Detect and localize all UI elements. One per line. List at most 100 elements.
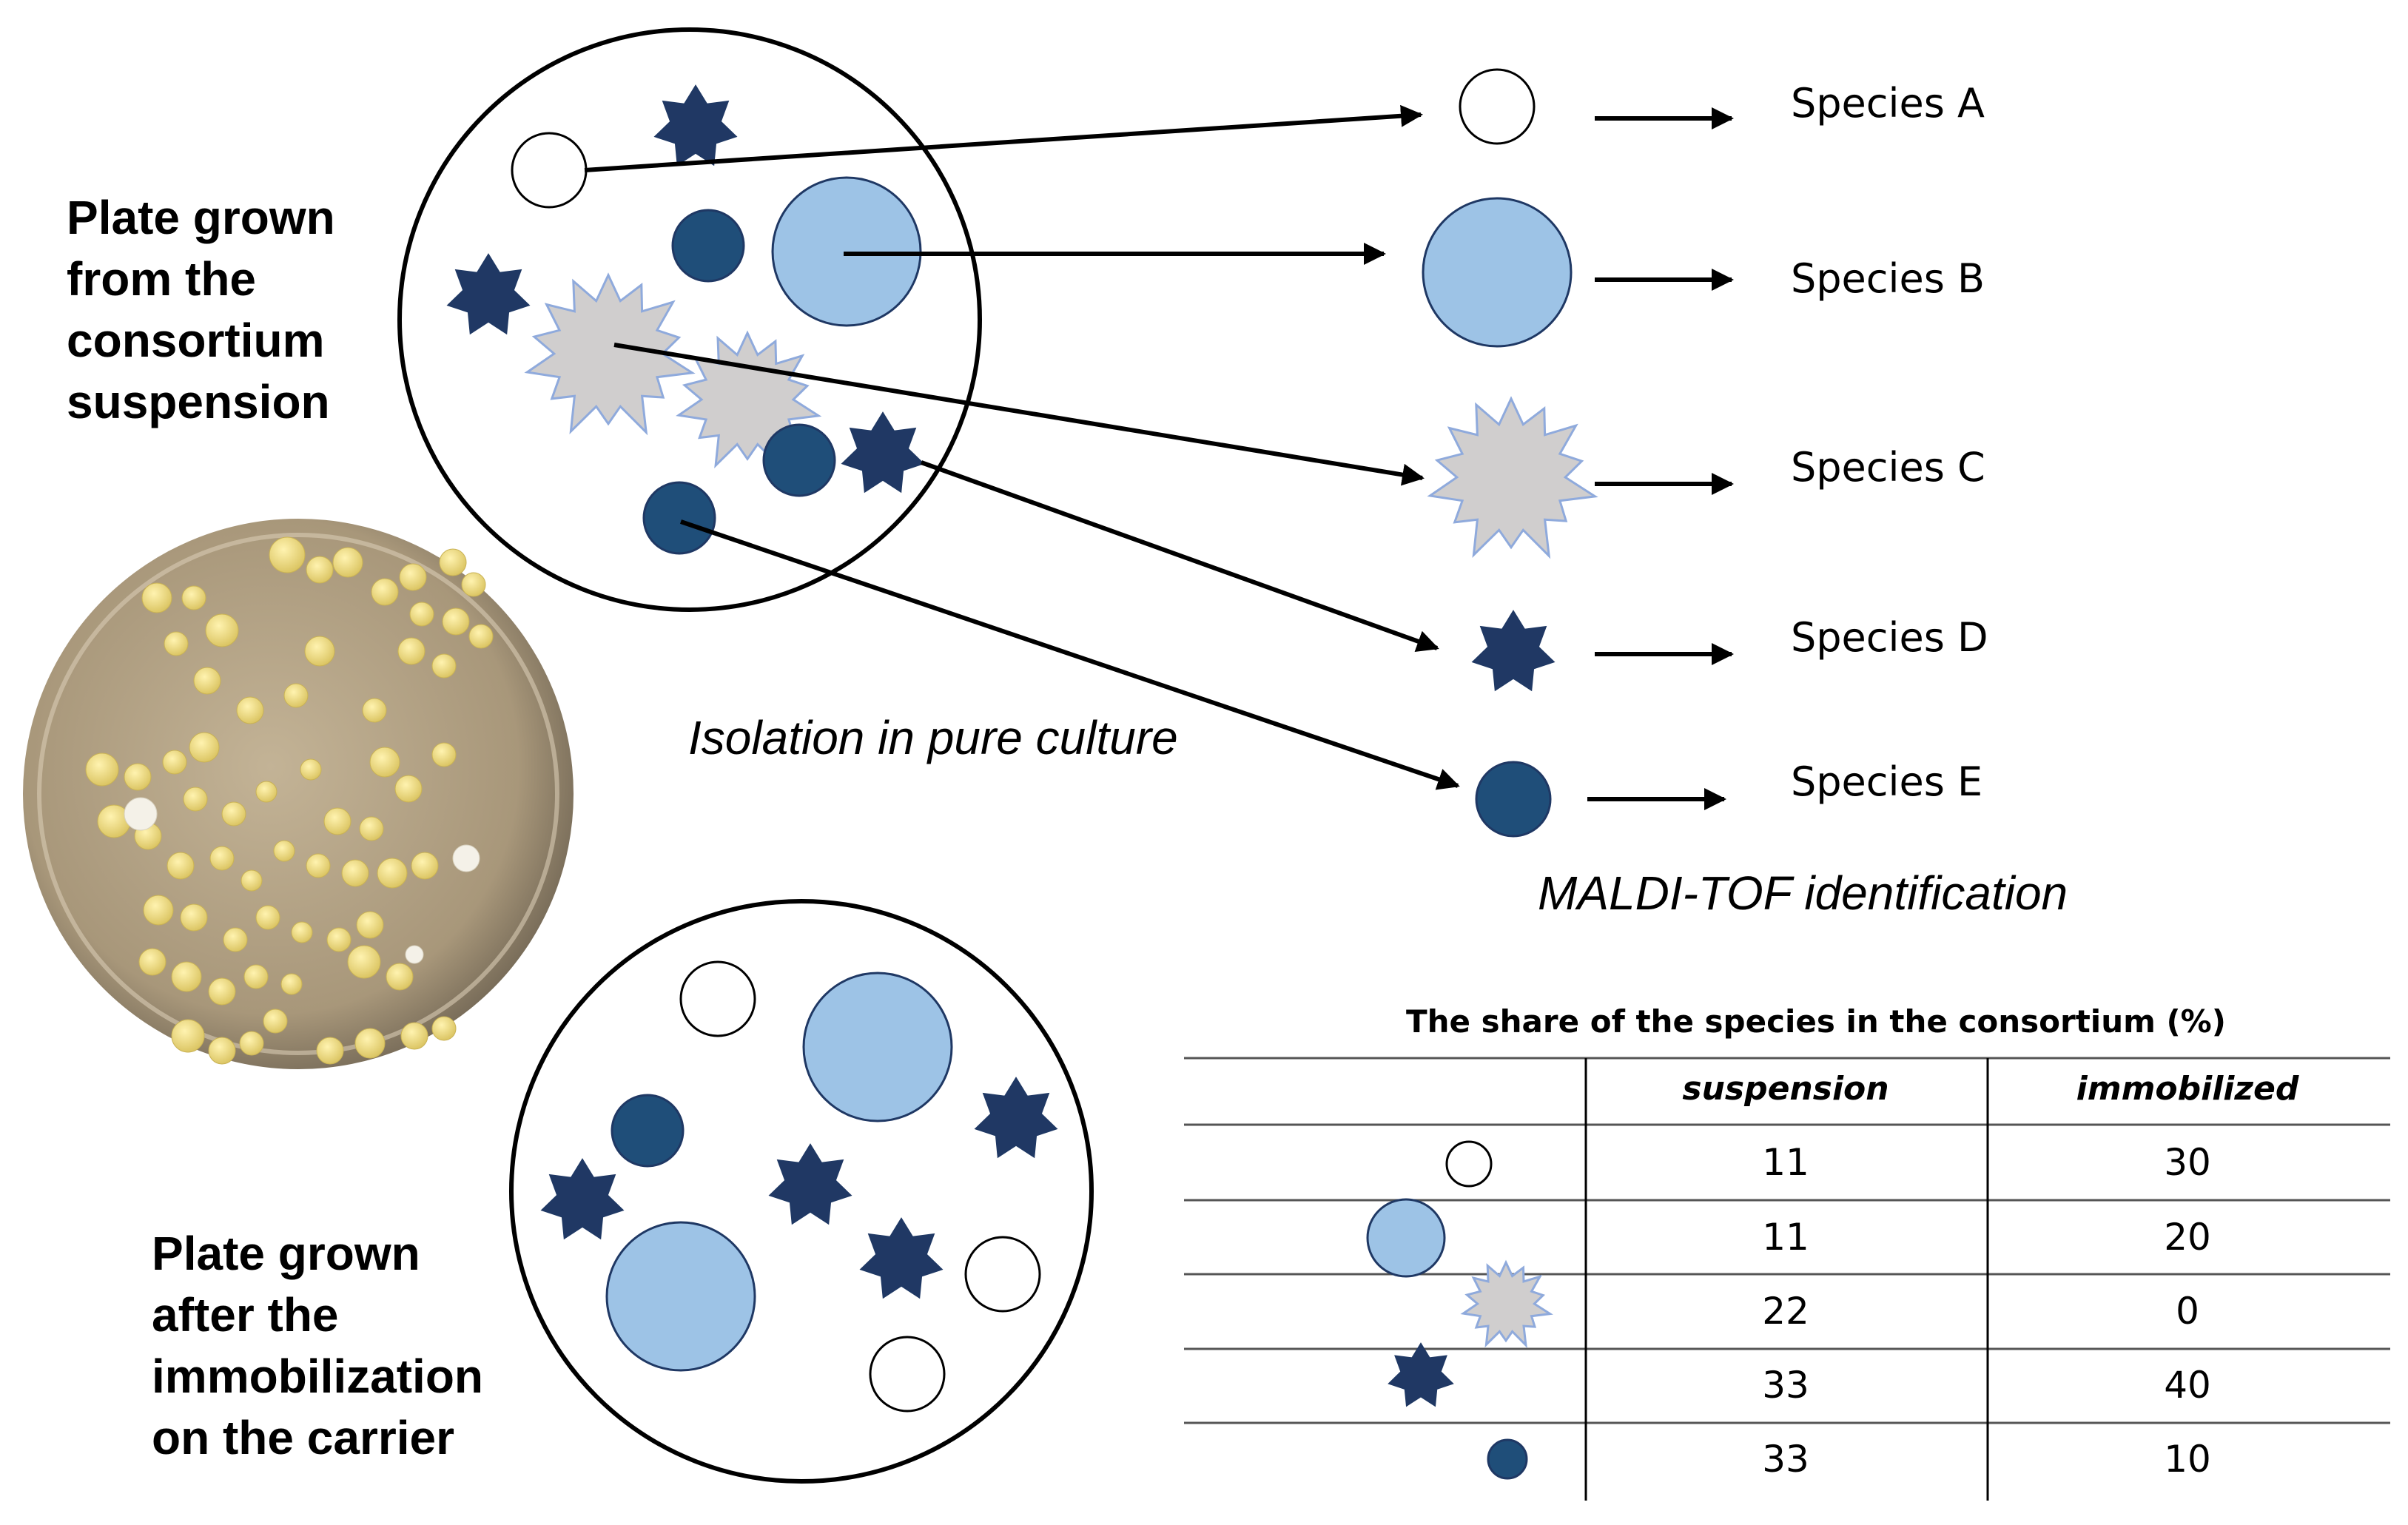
photo-colony bbox=[124, 797, 158, 831]
table-cell-immobilized: 0 bbox=[2176, 1290, 2199, 1333]
photo-colony bbox=[255, 905, 280, 930]
table-icon-species-e bbox=[1487, 1438, 1528, 1480]
photo-colony bbox=[85, 753, 119, 787]
colony-navy-star bbox=[653, 84, 738, 166]
photo-colony bbox=[400, 1022, 428, 1050]
colony-white-circle bbox=[964, 1236, 1041, 1313]
photo-colony bbox=[255, 781, 278, 803]
photo-colony bbox=[124, 763, 152, 791]
colony-navy-star bbox=[540, 1158, 625, 1240]
petri-dish-photo bbox=[21, 517, 575, 1071]
species-b-label: Species B bbox=[1791, 255, 1985, 302]
arrow-isolation-c bbox=[613, 343, 1425, 486]
photo-colony bbox=[341, 859, 369, 887]
label-maldi: MALDI-TOF identification bbox=[1538, 866, 2068, 920]
colony-navy-circle bbox=[762, 423, 836, 497]
colony-light-blue-circle bbox=[605, 1221, 756, 1372]
colony-navy-star bbox=[446, 253, 531, 335]
photo-colony bbox=[180, 903, 208, 932]
colony-navy-star bbox=[974, 1077, 1058, 1159]
photo-colony bbox=[241, 869, 263, 892]
photo-colony bbox=[326, 927, 352, 952]
photo-colony bbox=[143, 895, 174, 926]
colony-navy-star bbox=[841, 411, 925, 494]
species-a-icon bbox=[1459, 68, 1536, 145]
photo-colony bbox=[208, 977, 236, 1006]
photo-colony bbox=[394, 775, 423, 803]
photo-colony bbox=[193, 667, 221, 695]
photo-colony bbox=[377, 858, 408, 889]
label-line: from the bbox=[67, 252, 256, 306]
label-line: Plate grown bbox=[67, 191, 335, 244]
photo-colony bbox=[411, 852, 439, 880]
species-e-label: Species E bbox=[1791, 758, 1983, 805]
photo-colony bbox=[431, 742, 457, 767]
photo-colony bbox=[291, 921, 313, 943]
photo-colony bbox=[397, 637, 426, 665]
table-cell-immobilized: 20 bbox=[2164, 1216, 2211, 1259]
table-cell-suspension: 33 bbox=[1762, 1438, 1809, 1481]
photo-colony bbox=[300, 758, 322, 781]
photo-colony bbox=[442, 607, 470, 636]
photo-colony bbox=[273, 840, 295, 862]
species-d-icon bbox=[1471, 610, 1556, 692]
table-header-suspension: suspension bbox=[1682, 1070, 1889, 1108]
table-cell-suspension: 22 bbox=[1762, 1290, 1809, 1333]
photo-colony bbox=[269, 536, 306, 573]
table-header-immobilized: immobilized bbox=[2076, 1070, 2299, 1108]
photo-colony bbox=[138, 948, 167, 976]
photo-colony bbox=[369, 747, 400, 778]
photo-colony bbox=[236, 696, 264, 724]
photo-colony bbox=[431, 1016, 457, 1041]
species-b-icon bbox=[1422, 197, 1573, 348]
photo-colony bbox=[221, 801, 246, 827]
share-table-grid bbox=[1184, 1057, 2390, 1501]
photo-colony bbox=[263, 1009, 288, 1034]
photo-colony bbox=[181, 585, 206, 610]
photo-colony bbox=[280, 973, 303, 995]
photo-colony bbox=[371, 578, 399, 606]
colony-navy-circle bbox=[611, 1094, 685, 1168]
photo-colony bbox=[141, 582, 172, 613]
table-icon-species-b bbox=[1366, 1198, 1446, 1278]
label-line: consortium bbox=[67, 314, 325, 367]
label-line: on the carrier bbox=[152, 1411, 455, 1464]
photo-colony bbox=[205, 613, 239, 647]
species-e-icon bbox=[1475, 761, 1552, 838]
photo-colony bbox=[405, 945, 424, 964]
photo-colony bbox=[354, 1028, 386, 1059]
colony-navy-circle bbox=[642, 481, 716, 555]
colony-white-circle bbox=[679, 960, 756, 1037]
photo-colony bbox=[399, 563, 427, 591]
photo-colony bbox=[386, 963, 414, 991]
arrow-isolation-e bbox=[680, 519, 1460, 790]
colony-white-circle bbox=[869, 1336, 946, 1413]
species-c-label: Species C bbox=[1791, 444, 1985, 491]
photo-colony bbox=[208, 1037, 236, 1065]
table-cell-suspension: 33 bbox=[1762, 1364, 1809, 1407]
colony-gray-starburst bbox=[524, 272, 696, 436]
photo-colony bbox=[461, 572, 486, 597]
photo-colony bbox=[243, 964, 269, 989]
photo-colony bbox=[347, 945, 381, 979]
photo-colony bbox=[332, 547, 363, 578]
photo-colony bbox=[362, 698, 387, 723]
label-line: Plate grown bbox=[152, 1227, 420, 1280]
photo-colony bbox=[323, 807, 352, 835]
colony-navy-circle bbox=[671, 209, 745, 283]
photo-colony bbox=[239, 1031, 264, 1056]
arrow-isolation-d bbox=[920, 460, 1439, 652]
photo-colony bbox=[304, 636, 335, 667]
colony-navy-star bbox=[768, 1143, 852, 1225]
photo-colony bbox=[209, 846, 235, 871]
label-plate-suspension: Plate grown from the consortium suspensi… bbox=[67, 187, 335, 433]
photo-colony bbox=[306, 853, 331, 878]
photo-colony bbox=[162, 750, 187, 775]
colony-light-blue-circle bbox=[802, 972, 953, 1122]
colony-navy-star bbox=[859, 1217, 944, 1299]
photo-colony bbox=[306, 556, 334, 584]
colony-white-circle bbox=[511, 132, 588, 209]
table-icon-species-d bbox=[1388, 1342, 1454, 1407]
